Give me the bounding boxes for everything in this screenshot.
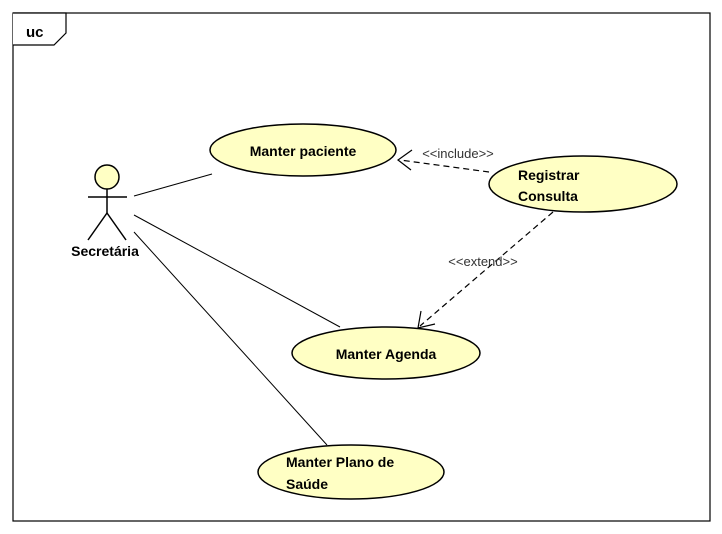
use-case-label-line-1: Manter Plano de [286,454,394,470]
use-case-ellipse [488,155,678,213]
actor-head [94,164,120,190]
extend-label: <<extend>> [448,254,517,269]
use-case-ellipse [209,123,397,177]
use-case-manter-plano[interactable]: Manter Plano de Saúde [257,444,445,500]
frame-label: uc [26,24,44,41]
use-case-registrar-consulta[interactable]: Registrar Consulta [488,155,678,213]
actor-secretaria[interactable]: Secretária [71,164,139,259]
use-case-label: Manter Agenda [336,346,437,362]
use-case-ellipse [291,326,481,380]
actor-right-leg [106,212,127,241]
diagram-frame [12,12,711,522]
association-manter-agenda [133,214,341,328]
use-case-label-line-2: Saúde [286,476,328,492]
use-case-manter-agenda[interactable]: Manter Agenda [291,326,481,380]
use-case-ellipse [257,444,445,500]
use-case-label-line-1: Registrar [518,167,580,183]
frame-tab [13,12,67,46]
association-manter-plano [133,231,328,446]
use-case-label-line-2: Consulta [518,188,578,204]
association-manter-paciente [133,173,213,197]
use-case-label: Manter paciente [250,143,357,159]
include-arrowhead [396,149,413,171]
include-dependency-line [399,159,490,173]
include-label: <<include>> [422,146,494,161]
extend-dependency-line [419,211,554,327]
use-case-manter-paciente[interactable]: Manter paciente [209,123,397,177]
actor-name: Secretária [71,243,139,259]
actor-left-leg [87,212,108,241]
